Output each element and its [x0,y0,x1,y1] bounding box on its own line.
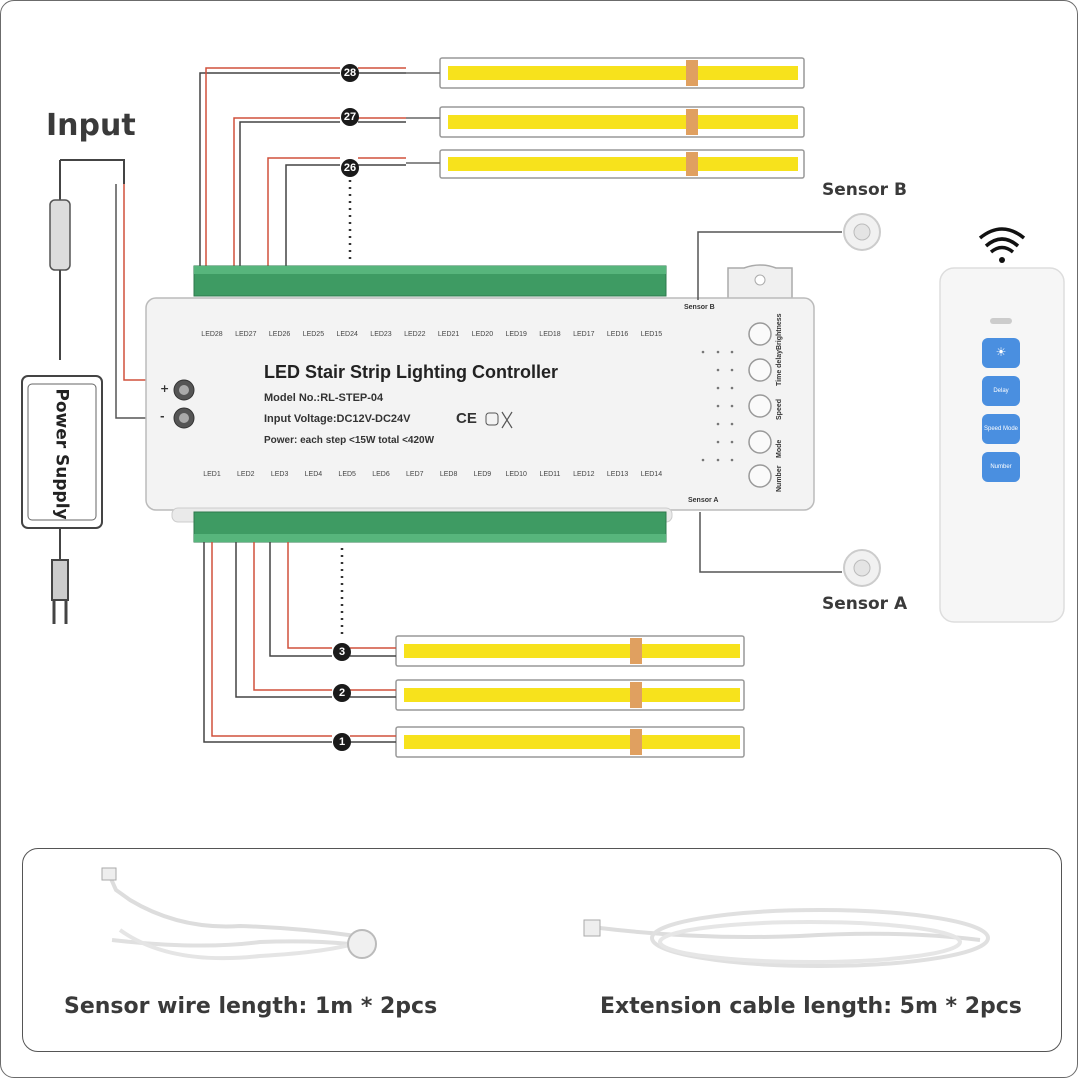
strip-number-3: 3 [333,643,351,661]
top-led-label: LED28 [201,331,223,338]
sensor-b-device [843,213,881,251]
bottom-led-label: LED11 [539,471,561,478]
bottom-led-label: LED13 [606,471,629,478]
sensor-a-device [843,549,881,587]
sensor-b-port-label: Sensor B [684,304,715,311]
controller-model: Model No.:RL-STEP-04 [264,392,384,404]
bottom-led-label: LED6 [372,471,390,478]
bottom-led-label: LED8 [439,471,458,478]
sensor-wire-image [101,867,377,961]
controller-body [145,264,815,543]
top-led-label: LED21 [437,331,460,338]
bottom-led-label: LED2 [237,471,255,478]
top-led-label: LED20 [471,331,494,338]
top-led-label: LED23 [370,331,392,338]
sensor-a-port-label: Sensor A [688,497,719,504]
top-led-label: LED22 [404,331,426,338]
accessories-panel [22,848,1062,1052]
controller-button-label: Mode [776,439,783,458]
controller-button-label: Time delay [776,349,783,386]
top-led-label: LED25 [302,331,325,338]
top-led-label: LED19 [505,331,527,338]
top-led-label: LED16 [606,331,629,338]
led-strip-28 [406,57,805,89]
remote-delay-button: Delay [982,376,1020,406]
sensor-a-label: Sensor A [822,594,908,614]
led-strip-1 [395,726,745,758]
power-supply-label: Power Supply [52,388,72,520]
strip-number-2: 2 [333,684,351,702]
led-strip-2 [395,679,745,711]
controller-button-label: Speed [776,398,783,420]
led-strip-27 [406,106,805,138]
bottom-led-label: LED5 [338,471,356,478]
top-led-label: LED15 [640,331,663,338]
bottom-led-label: LED7 [406,471,424,478]
controller-voltage: Input Voltage:DC12V-DC24V [264,413,411,425]
ce-mark: CE [456,410,477,427]
input-label: Input [46,108,136,143]
led-strip-26 [406,149,805,179]
sensor-b-label: Sensor B [822,180,907,200]
controller-button-label: Brightness [776,313,783,350]
bottom-led-label: LED4 [304,471,323,478]
strip-number-27: 27 [341,108,359,126]
controller-button-label: Number [776,465,783,492]
bottom-led-label: LED9 [473,471,492,478]
controller-title: LED Stair Strip Lighting Controller [264,362,558,382]
strip-number-28: 28 [341,64,359,82]
minus-terminal-label: - [160,410,165,423]
strip-number-26: 26 [341,159,359,177]
extension-cable-image [583,908,990,968]
bottom-led-label: LED12 [573,471,595,478]
bottom-led-label: LED10 [505,471,527,478]
top-led-label: LED27 [235,331,257,338]
top-led-label: LED24 [336,331,358,338]
remote-control [939,227,1065,623]
extension-cable-label: Extension cable length: 5m * 2pcs [600,994,1022,1019]
sensor-wire-label: Sensor wire length: 1m * 2pcs [64,994,438,1019]
remote-number-button: Number [982,452,1020,482]
strip-number-1: 1 [333,733,351,751]
remote-brightness-button: ☀ [982,338,1020,368]
top-led-label: LED18 [539,331,561,338]
plus-terminal-label: + [160,382,170,395]
top-led-label: LED26 [268,331,291,338]
led-strip-3 [395,635,745,667]
top-led-label: LED17 [573,331,595,338]
controller-power: Power: each step <15W total <420W [264,435,435,446]
remote-speed-mode-button: Speed Mode [982,414,1020,444]
bottom-led-label: LED1 [203,471,221,478]
bottom-led-label: LED3 [270,471,289,478]
bottom-led-label: LED14 [640,471,663,478]
